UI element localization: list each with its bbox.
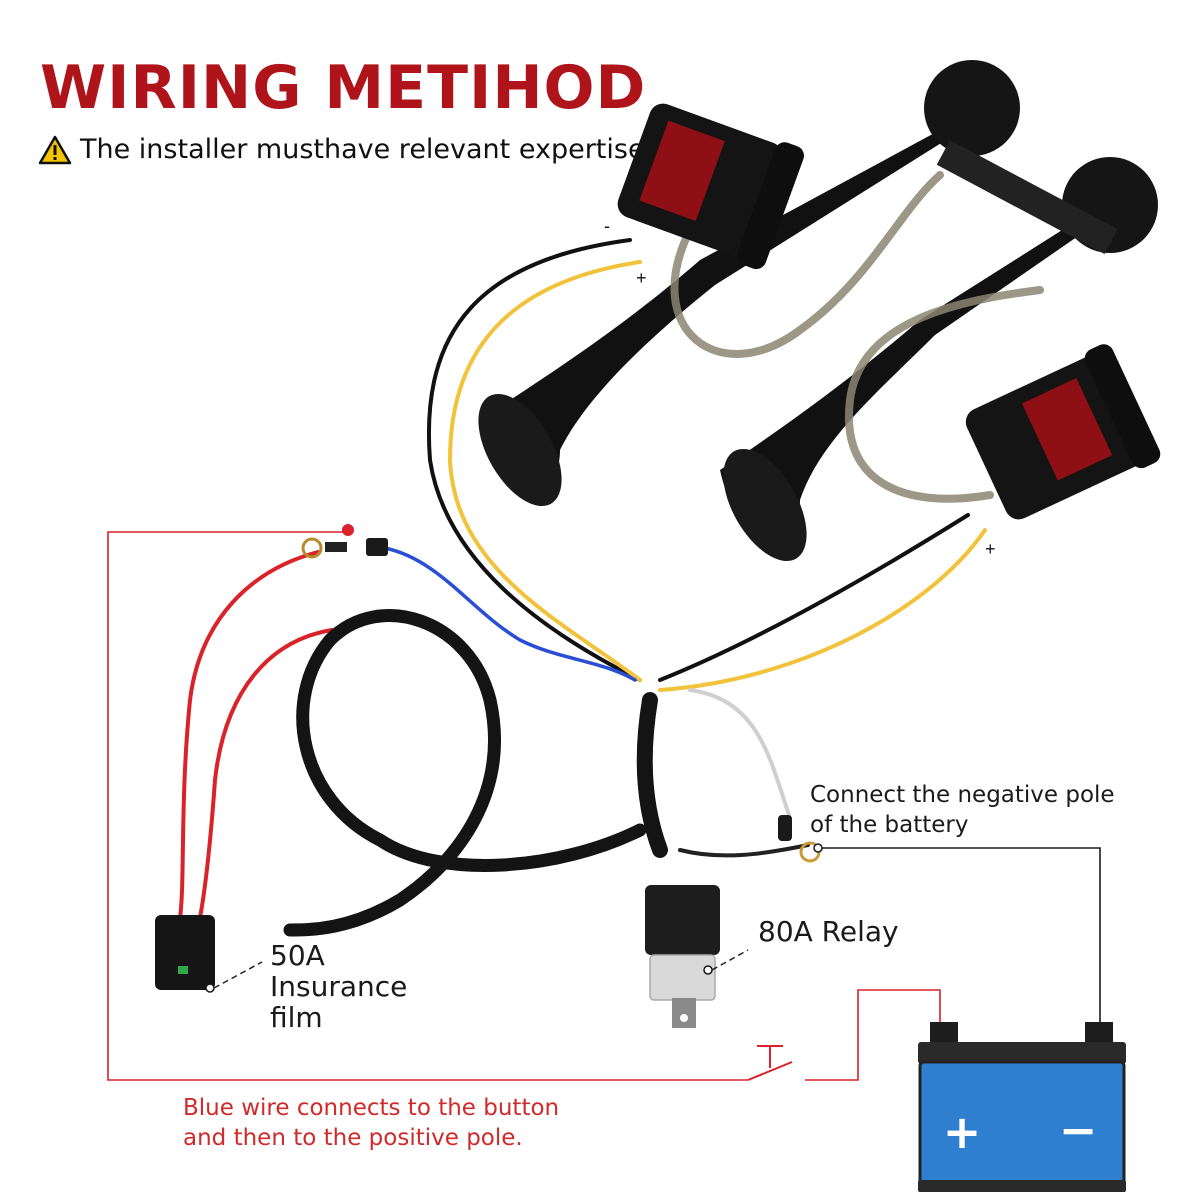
compressor-top-negative: -: [604, 216, 610, 236]
compressor-bottom: [965, 344, 1161, 520]
yellow-wire-top-compressor: [447, 260, 642, 682]
fuse-label-line2: Insurance: [270, 970, 408, 1003]
blue-wire-note-line2: and then to the positive pole.: [183, 1125, 523, 1151]
negative-pole-label: Connect the negative pole of the battery: [810, 780, 1130, 840]
relay-label: 80A Relay: [758, 915, 899, 948]
compressor-top: [617, 103, 804, 270]
negative-pole-label-line1: Connect the negative pole: [810, 782, 1115, 808]
connection-lines: [107, 531, 1101, 1081]
blue-wire-note: Blue wire connects to the button and the…: [183, 1093, 603, 1153]
blue-wire-connector: [366, 538, 388, 556]
fuse-label-line1: 50A: [270, 939, 325, 972]
compressor-bottom-positive: +: [985, 539, 996, 559]
negative-pole-label-line2: of the battery: [810, 812, 969, 838]
fuse-holder: [155, 915, 263, 993]
warning-icon: [38, 135, 72, 164]
battery-positive-sign: +: [943, 1105, 982, 1159]
horn-back-cap: [924, 60, 1020, 156]
yellow-wire-bottom-compressor: [658, 528, 987, 692]
red-guide-line-left: [107, 531, 748, 1081]
horn-bell-back: [478, 393, 562, 507]
red-wire-fuse-a: [178, 550, 320, 920]
fuse-label: 50A Insurance film: [270, 940, 440, 1033]
push-button-switch: [747, 1045, 793, 1081]
battery-negative-sign: −: [1059, 1103, 1098, 1157]
warning-text: The installer musthave relevant expertis…: [80, 134, 645, 165]
red-guide-line-battery: [805, 989, 941, 1081]
white-wire: [688, 688, 792, 820]
horn-trumpet-front: [720, 220, 1084, 542]
red-wire-fuse-b: [198, 628, 334, 920]
horn-trumpets: [478, 60, 1158, 562]
black-wire-bottom-compressor: [658, 513, 970, 682]
black-guide-line-negative: [822, 847, 1101, 1028]
black-wire-top-compressor: [427, 238, 642, 682]
air-tubes: [670, 171, 1044, 503]
diagram-title: WIRING METIHOD: [40, 53, 647, 123]
horn-bell-front: [723, 448, 807, 562]
black-wire-relay: [678, 843, 810, 858]
blue-wire: [383, 546, 637, 682]
compressor-top-positive: +: [636, 268, 647, 288]
negative-ring-terminal: [778, 815, 823, 863]
wires: [178, 238, 987, 920]
ring-terminal-red: [301, 524, 354, 559]
coiled-cable: [283, 609, 668, 937]
blue-wire-note-line1: Blue wire connects to the button: [183, 1095, 560, 1121]
relay: [645, 885, 749, 1028]
warning-notice: The installer musthave relevant expertis…: [38, 134, 645, 165]
battery: + −: [918, 1022, 1126, 1192]
fuse-label-line3: film: [270, 1001, 323, 1034]
horn-mount-bracket: [936, 140, 1118, 255]
